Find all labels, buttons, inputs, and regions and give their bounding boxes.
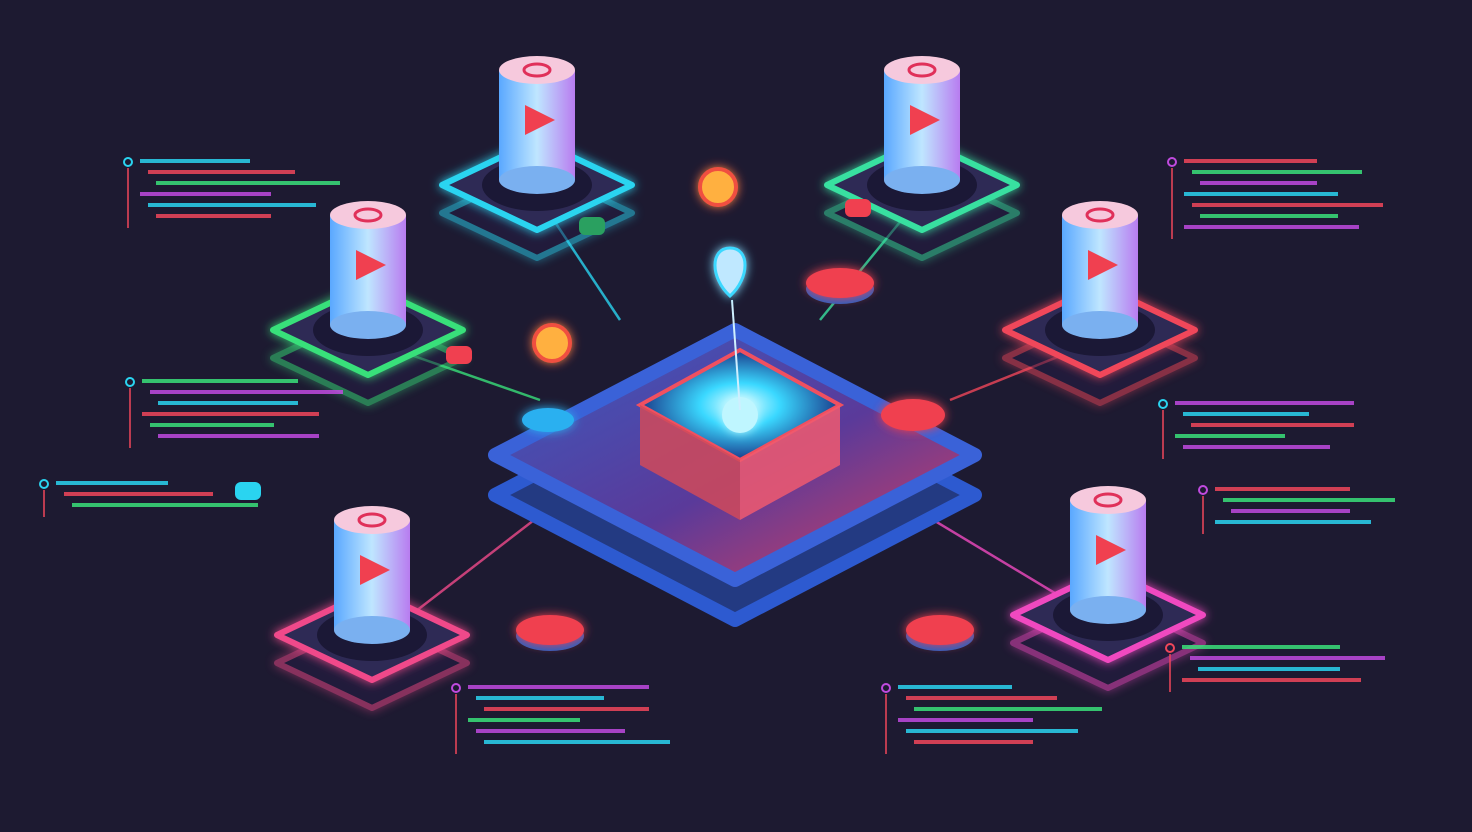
endpoint-node[interactable]: [516, 615, 584, 645]
play-icon: [360, 555, 390, 585]
play-icon: [525, 105, 555, 135]
database-cylinder-icon: [334, 506, 410, 644]
code-annotation-block: [39, 479, 258, 517]
code-annotation-block: [1165, 643, 1385, 692]
connector-plug-icon: [446, 346, 472, 364]
play-icon: [356, 250, 386, 280]
code-annotation-block: [123, 157, 340, 228]
server-node-left[interactable]: [270, 201, 466, 406]
server-node-top-right[interactable]: [824, 56, 1020, 261]
location-pin-icon: [713, 246, 747, 299]
database-cylinder-icon: [330, 201, 406, 339]
status-indicator-icon: [698, 167, 738, 207]
code-annotation-block: [1158, 399, 1354, 459]
server-node-right[interactable]: [1002, 201, 1198, 406]
code-annotation-block: [125, 377, 343, 448]
code-annotation-block: [1167, 157, 1383, 239]
database-cylinder-icon: [1062, 201, 1138, 339]
play-icon: [1088, 250, 1118, 280]
code-annotation-block: [881, 683, 1102, 754]
database-cylinder-icon: [1070, 486, 1146, 624]
server-node-top-left[interactable]: [439, 56, 635, 261]
endpoint-node[interactable]: [806, 268, 874, 298]
code-annotation-block: [451, 683, 670, 754]
endpoint-node[interactable]: [906, 615, 974, 645]
database-cylinder-icon: [884, 56, 960, 194]
central-platform: [488, 246, 982, 627]
play-icon: [910, 105, 940, 135]
server-node-bottom-left[interactable]: [274, 506, 470, 711]
code-annotation-block: [1198, 485, 1395, 534]
play-icon: [1096, 535, 1126, 565]
connector-plug-icon: [579, 217, 605, 235]
server-node-bottom-right[interactable]: [1010, 486, 1206, 691]
status-indicator-icon: [532, 323, 572, 363]
connector-plug-icon: [235, 482, 261, 500]
connector-plug-icon: [845, 199, 871, 217]
database-cylinder-icon: [499, 56, 575, 194]
